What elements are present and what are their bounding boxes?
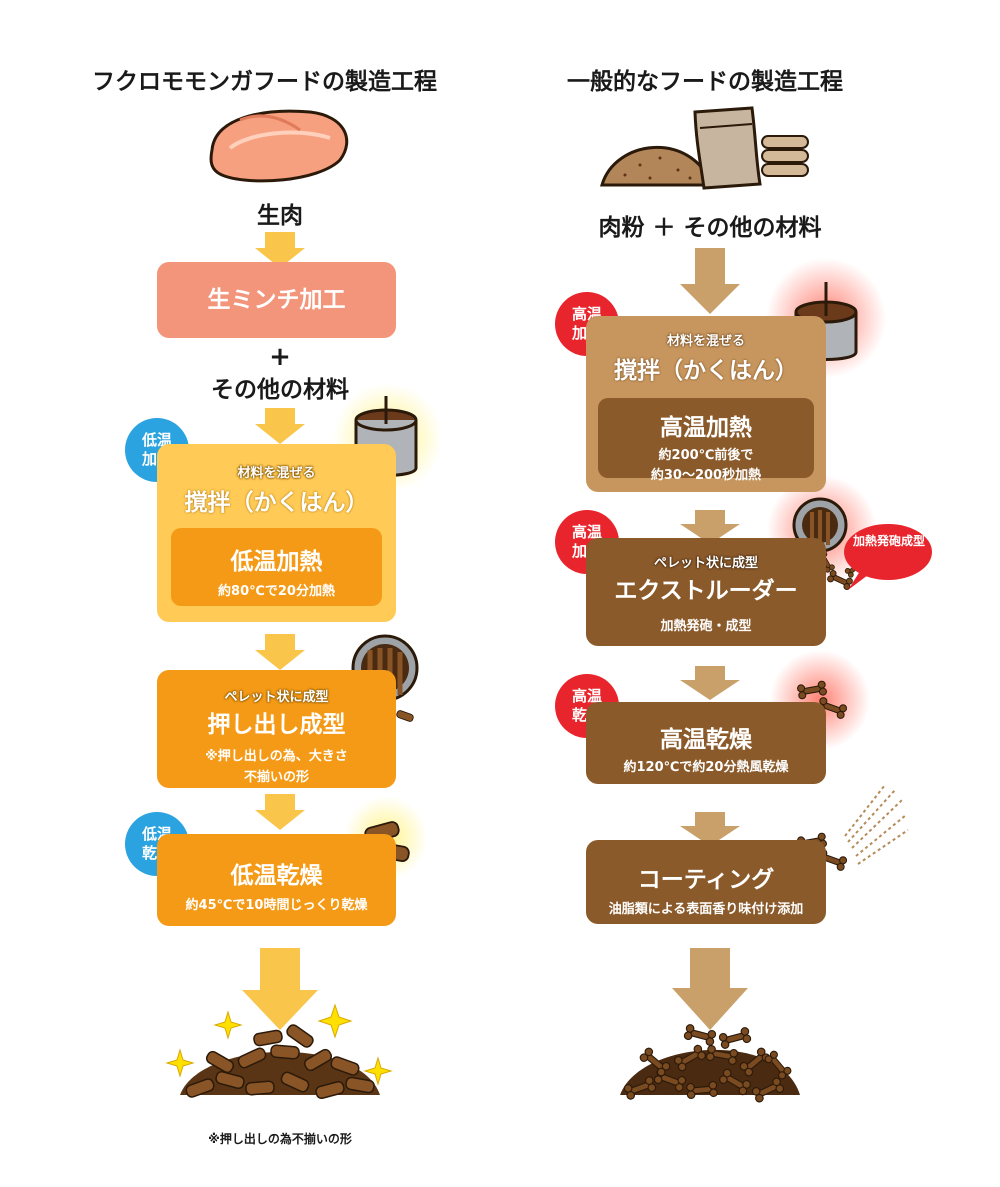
extrude-title-left: 押し出し成型 — [207, 712, 346, 738]
step-coating-right: コーティング 油脂類による表面香り味付け添加 — [586, 840, 826, 924]
dry-title-left: 低温乾燥 — [230, 863, 323, 889]
dry-title-right: 高温乾燥 — [660, 727, 752, 753]
right-arrows — [672, 248, 748, 1030]
mix-title-right: 撹拌（かくはん） — [614, 358, 798, 384]
heat-box-left: 低温加熱 約80℃で20分加熱 — [171, 528, 382, 606]
extrude-note-left-2: 不揃いの形 — [243, 770, 309, 785]
stacked-pellets-icon — [761, 135, 809, 177]
step-raw-mince-title: 生ミンチ加工 — [207, 287, 346, 313]
mix-title-left: 撹拌（かくはん） — [184, 490, 369, 516]
right-title: 一般的なフードの製造工程 — [567, 69, 843, 95]
step-mixing-left: 材料を混ぜる 撹拌（かくはん） 低温加熱 約80℃で20分加熱 — [157, 444, 396, 622]
left-arrows — [242, 232, 318, 1030]
extrude-tag-right: ペレット状に成型 — [653, 556, 758, 571]
meat-powder-icon — [600, 146, 715, 187]
heat-note-right-1: 約200℃前後で — [658, 448, 754, 463]
pellet-pile-icon — [180, 1022, 380, 1101]
meat-powder-label: 肉粉 ＋ その他の材料 — [598, 215, 822, 241]
step-drying-right: 高温乾燥 約120℃で約20分熱風乾燥 — [586, 702, 826, 784]
coat-title-right: コーティング — [637, 867, 775, 893]
bone-pile-icon — [620, 1023, 800, 1104]
speech-bubble-shape — [844, 524, 932, 590]
mix-tag-left: 材料を混ぜる — [237, 466, 316, 481]
mix-tag-right: 材料を混ぜる — [666, 334, 745, 349]
other-materials-label: その他の材料 — [211, 377, 349, 403]
extrude-note-left-1: ※押し出しの為、大きさ — [205, 749, 348, 764]
coat-note-right: 油脂類による表面香り味付け添加 — [608, 902, 804, 917]
heat-title-left: 低温加熱 — [230, 549, 323, 575]
left-title: フクロモモンガフードの製造工程 — [92, 69, 437, 95]
dry-note-left: 約45℃で10時間じっくり乾燥 — [185, 898, 368, 913]
step-extrusion-left: ペレット状に成型 押し出し成型 ※押し出しの為、大きさ 不揃いの形 — [157, 670, 396, 788]
plus-sign: + — [269, 342, 291, 372]
raw-meat-icon — [209, 109, 349, 183]
step-drying-left: 低温乾燥 約45℃で10時間じっくり乾燥 — [157, 834, 396, 926]
extrude-tag-left: ペレット状に成型 — [224, 690, 329, 705]
feed-bag-icon — [693, 106, 762, 190]
dry-note-right: 約120℃で約20分熱風乾燥 — [623, 760, 789, 775]
bubble-text: 加熱発砲成型 — [852, 534, 925, 548]
heat-note-left: 約80℃で20分加熱 — [218, 584, 335, 599]
extrude-title-right: エクストルーダー — [614, 578, 798, 604]
coating-spray-icon — [796, 784, 909, 872]
extrude-note-right: 加熱発砲・成型 — [660, 619, 752, 634]
step-extruder-right: ペレット状に成型 エクストルーダー 加熱発砲・成型 — [586, 538, 826, 646]
heat-note-right-2: 約30～200秒加熱 — [650, 468, 762, 483]
heat-title-right: 高温加熱 — [660, 415, 752, 441]
step-raw-mince: 生ミンチ加工 — [157, 262, 396, 338]
sparkle-icons — [165, 1003, 393, 1086]
left-footnote: ※押し出しの為不揃いの形 — [208, 1132, 352, 1146]
step-mixing-right: 材料を混ぜる 撹拌（かくはん） 高温加熱 約200℃前後で 約30～200秒加熱 — [586, 316, 826, 492]
heat-box-right: 高温加熱 約200℃前後で 約30～200秒加熱 — [598, 398, 814, 483]
raw-meat-label: 生肉 — [257, 203, 303, 229]
